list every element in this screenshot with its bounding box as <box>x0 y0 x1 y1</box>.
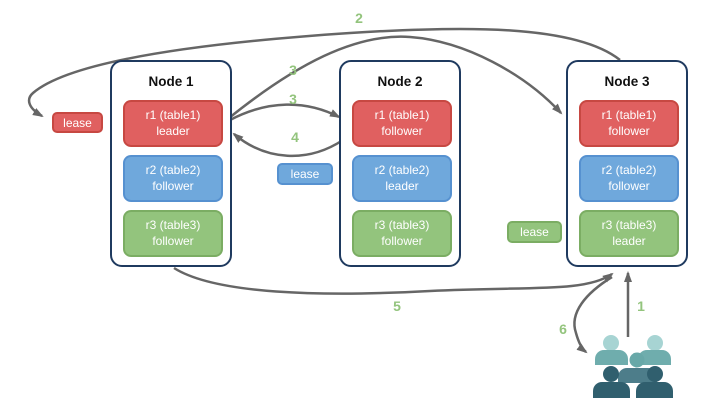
node-1-replica-r1: r1 (table1) leader <box>123 100 223 147</box>
user-head-center <box>629 352 645 368</box>
clients-users-icon <box>593 335 673 398</box>
step-label-5: 5 <box>393 298 401 314</box>
step-label-3-lower: 3 <box>289 91 297 107</box>
replica-label: r1 (table1) <box>374 108 430 123</box>
step-label-6: 6 <box>559 321 567 337</box>
replica-label: r3 (table3) <box>601 218 657 233</box>
replica-role: follower <box>381 123 423 138</box>
step-label-1: 1 <box>637 298 645 314</box>
node-2-replica-r1: r1 (table1) follower <box>352 100 452 147</box>
user-body-front-left <box>593 382 630 398</box>
step-label-4: 4 <box>291 129 299 145</box>
replica-role: follower <box>381 233 423 248</box>
user-head-front-left <box>603 366 619 382</box>
step-label-2: 2 <box>355 10 363 26</box>
node-3-replica-r2: r2 (table2) follower <box>579 155 679 202</box>
replica-role: follower <box>608 178 650 193</box>
replica-role: follower <box>152 178 194 193</box>
node-1-replica-r3: r3 (table3) follower <box>123 210 223 257</box>
arrow-step3-node1-to-node3 <box>228 35 563 119</box>
node-1-title: Node 1 <box>148 74 194 89</box>
lease-tag-r3: lease <box>507 221 562 243</box>
step-label-3-upper: 3 <box>289 62 297 78</box>
node-3-replica-r3: r3 (table3) leader <box>579 210 679 257</box>
arrow-step2-node3-to-lease1 <box>27 27 621 118</box>
user-body-back-left <box>595 350 628 365</box>
node-1-replica-r2: r2 (table2) follower <box>123 155 223 202</box>
replica-label: r1 (table1) <box>601 108 657 123</box>
user-head-front-right <box>647 366 663 382</box>
replica-label: r1 (table1) <box>145 108 201 123</box>
arrow-step6-node3-to-client <box>573 275 613 354</box>
user-body-back-right <box>638 350 671 365</box>
replica-role: leader <box>156 123 190 138</box>
replica-role: follower <box>152 233 194 248</box>
node-2-replica-r2: r2 (table2) leader <box>352 155 452 202</box>
node-2-title: Node 2 <box>377 74 423 89</box>
arrow-step3-node1-to-node2 <box>229 103 341 122</box>
arrow-step5-node1-to-node3 <box>173 266 614 295</box>
node-1: Node 1 r1 (table1) leader r2 (table2) fo… <box>110 60 232 267</box>
replica-label: r2 (table2) <box>601 163 657 178</box>
lease-tag-r2: lease <box>277 163 333 185</box>
replica-role: follower <box>608 123 650 138</box>
node-2-replica-r3: r3 (table3) follower <box>352 210 452 257</box>
replica-role: leader <box>612 233 646 248</box>
node-3-title: Node 3 <box>604 74 650 89</box>
user-head-back-right <box>647 335 663 351</box>
arrow-step4-node2-to-node1 <box>232 132 344 157</box>
replica-label: r3 (table3) <box>374 218 430 233</box>
node-2: Node 2 r1 (table1) follower r2 (table2) … <box>339 60 461 267</box>
node-3-replica-r1: r1 (table1) follower <box>579 100 679 147</box>
user-body-front-right <box>636 382 673 398</box>
replica-label: r2 (table2) <box>145 163 201 178</box>
node-3: Node 3 r1 (table1) follower r2 (table2) … <box>566 60 688 267</box>
replica-label: r2 (table2) <box>374 163 430 178</box>
replica-label: r3 (table3) <box>145 218 201 233</box>
user-body-center <box>618 368 657 383</box>
user-head-back-left <box>603 335 619 351</box>
replica-role: leader <box>385 178 419 193</box>
lease-tag-r1: lease <box>52 112 103 133</box>
